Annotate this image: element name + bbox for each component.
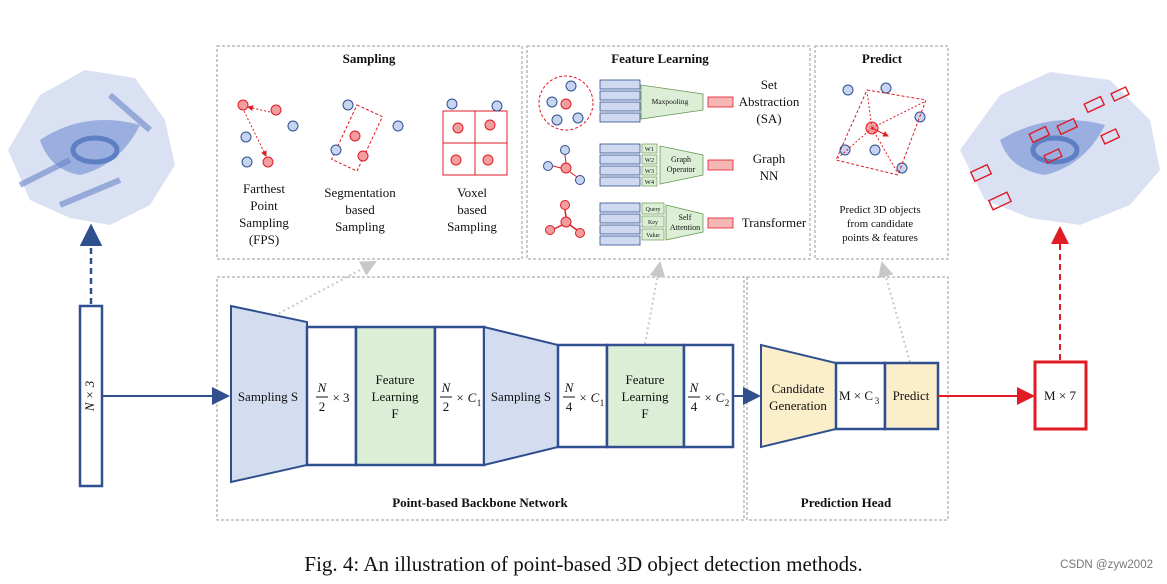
voxel-label-1: Voxel (457, 185, 487, 200)
dim-box-2 (433, 325, 486, 467)
sampling-s-label-2: Sampling S (491, 389, 551, 404)
weight-w3: W3 (645, 168, 654, 175)
sa-label-1: Set (761, 77, 778, 92)
mc3-sub: 3 (875, 396, 880, 406)
dim2-sub: 1 (477, 398, 482, 408)
graph-row-illustration (543, 143, 734, 187)
graph-nn-label-1: Graph (753, 151, 786, 166)
dim1-rest: × 3 (332, 390, 349, 405)
fps-label-2: Point (250, 198, 278, 213)
predict-title: Predict (862, 51, 903, 66)
candidate-label-2: Generation (769, 398, 827, 413)
dim4-num: N (689, 380, 700, 395)
predict-illustration (835, 82, 927, 176)
fps-label-4: (FPS) (249, 232, 279, 247)
key-label: Key (648, 220, 658, 226)
dim2-num: N (441, 380, 452, 395)
dim-box-3 (556, 343, 609, 449)
dim3-num: N (564, 380, 575, 395)
graph-operator-label-1: Graph (671, 155, 691, 164)
segmentation-label-1: Segmentation (324, 185, 396, 200)
sampling-title: Sampling (343, 51, 396, 66)
dim1-num: N (317, 380, 328, 395)
output-point-cloud-image (960, 72, 1160, 225)
self-attention-label-2: Attention (670, 223, 700, 232)
feature-learning-1-line3: F (391, 406, 398, 421)
feature-learning-title: Feature Learning (611, 51, 709, 66)
feature-learning-2-line1: Feature (626, 372, 665, 387)
sa-label-2: Abstraction (739, 94, 800, 109)
connector-feature (644, 261, 666, 345)
watermark: CSDN @zyw2002 (1060, 559, 1153, 571)
dim4-rest: × C (704, 390, 725, 405)
input-point-cloud-image (8, 70, 175, 225)
dim3-den: 4 (566, 399, 573, 414)
backbone-title: Point-based Backbone Network (392, 495, 568, 510)
fps-illustration (237, 99, 299, 168)
candidate-label-1: Candidate (772, 381, 825, 396)
query-label: Query (646, 207, 661, 213)
prediction-head-title: Prediction Head (801, 495, 892, 510)
transformer-label: Transformer (742, 215, 807, 230)
figure-caption: Fig. 4: An illustration of point-based 3… (304, 552, 863, 576)
dim4-sub: 2 (725, 398, 730, 408)
dim1-den: 2 (319, 399, 326, 414)
dim2-den: 2 (443, 399, 450, 414)
detected-3d-boxes (969, 86, 1130, 211)
connector-predict (878, 261, 911, 363)
feature-learning-2-line2: Learning (622, 389, 669, 404)
feature-learning-2-line3: F (641, 406, 648, 421)
fps-label-1: Farthest (243, 181, 285, 196)
value-label: Value (646, 233, 660, 239)
output-label: M × 7 (1044, 388, 1076, 403)
maxpooling-label: Maxpooling (652, 97, 689, 106)
input-label: N × 3 (82, 380, 97, 412)
dim3-sub: 1 (600, 398, 605, 408)
weight-w2: W2 (645, 157, 654, 164)
predict-desc-2: from candidate (847, 218, 913, 230)
sa-label-3: (SA) (756, 111, 781, 126)
mc3-label: M × C (839, 388, 873, 403)
feature-learning-panel (526, 45, 811, 260)
self-attention-label-1: Self (679, 213, 692, 222)
dim2-rest: × C (456, 390, 477, 405)
segmentation-illustration (330, 99, 404, 172)
sampling-s-label-1: Sampling S (238, 389, 298, 404)
feature-learning-box-1 (354, 325, 437, 467)
dim-box-4 (682, 343, 735, 449)
predict-desc-3: points & features (842, 232, 918, 244)
predict-desc-1: Predict 3D objects (839, 204, 920, 216)
transformer-row-illustration (545, 200, 734, 246)
dim4-den: 4 (691, 399, 698, 414)
sa-row-illustration (538, 75, 734, 131)
sampling-panel (216, 45, 523, 260)
voxel-illustration (442, 98, 508, 176)
feature-learning-1-line1: Feature (376, 372, 415, 387)
fps-label-3: Sampling (239, 215, 289, 230)
candidate-generation-trapezoid (760, 343, 837, 449)
graph-nn-label-2: NN (760, 168, 779, 183)
graph-operator-label-2: Operator (667, 165, 696, 174)
output-box (1033, 360, 1088, 431)
segmentation-label-2: based (345, 202, 375, 217)
weight-w1: W1 (645, 146, 654, 153)
connector-sampling (269, 261, 377, 319)
dim3-rest: × C (579, 390, 600, 405)
predict-box-label: Predict (893, 388, 930, 403)
segmentation-label-3: Sampling (335, 219, 385, 234)
voxel-label-3: Sampling (447, 219, 497, 234)
feature-learning-1-line2: Learning (372, 389, 419, 404)
weight-w4: W4 (645, 179, 655, 186)
voxel-label-2: based (457, 202, 487, 217)
predict-panel (814, 45, 949, 260)
